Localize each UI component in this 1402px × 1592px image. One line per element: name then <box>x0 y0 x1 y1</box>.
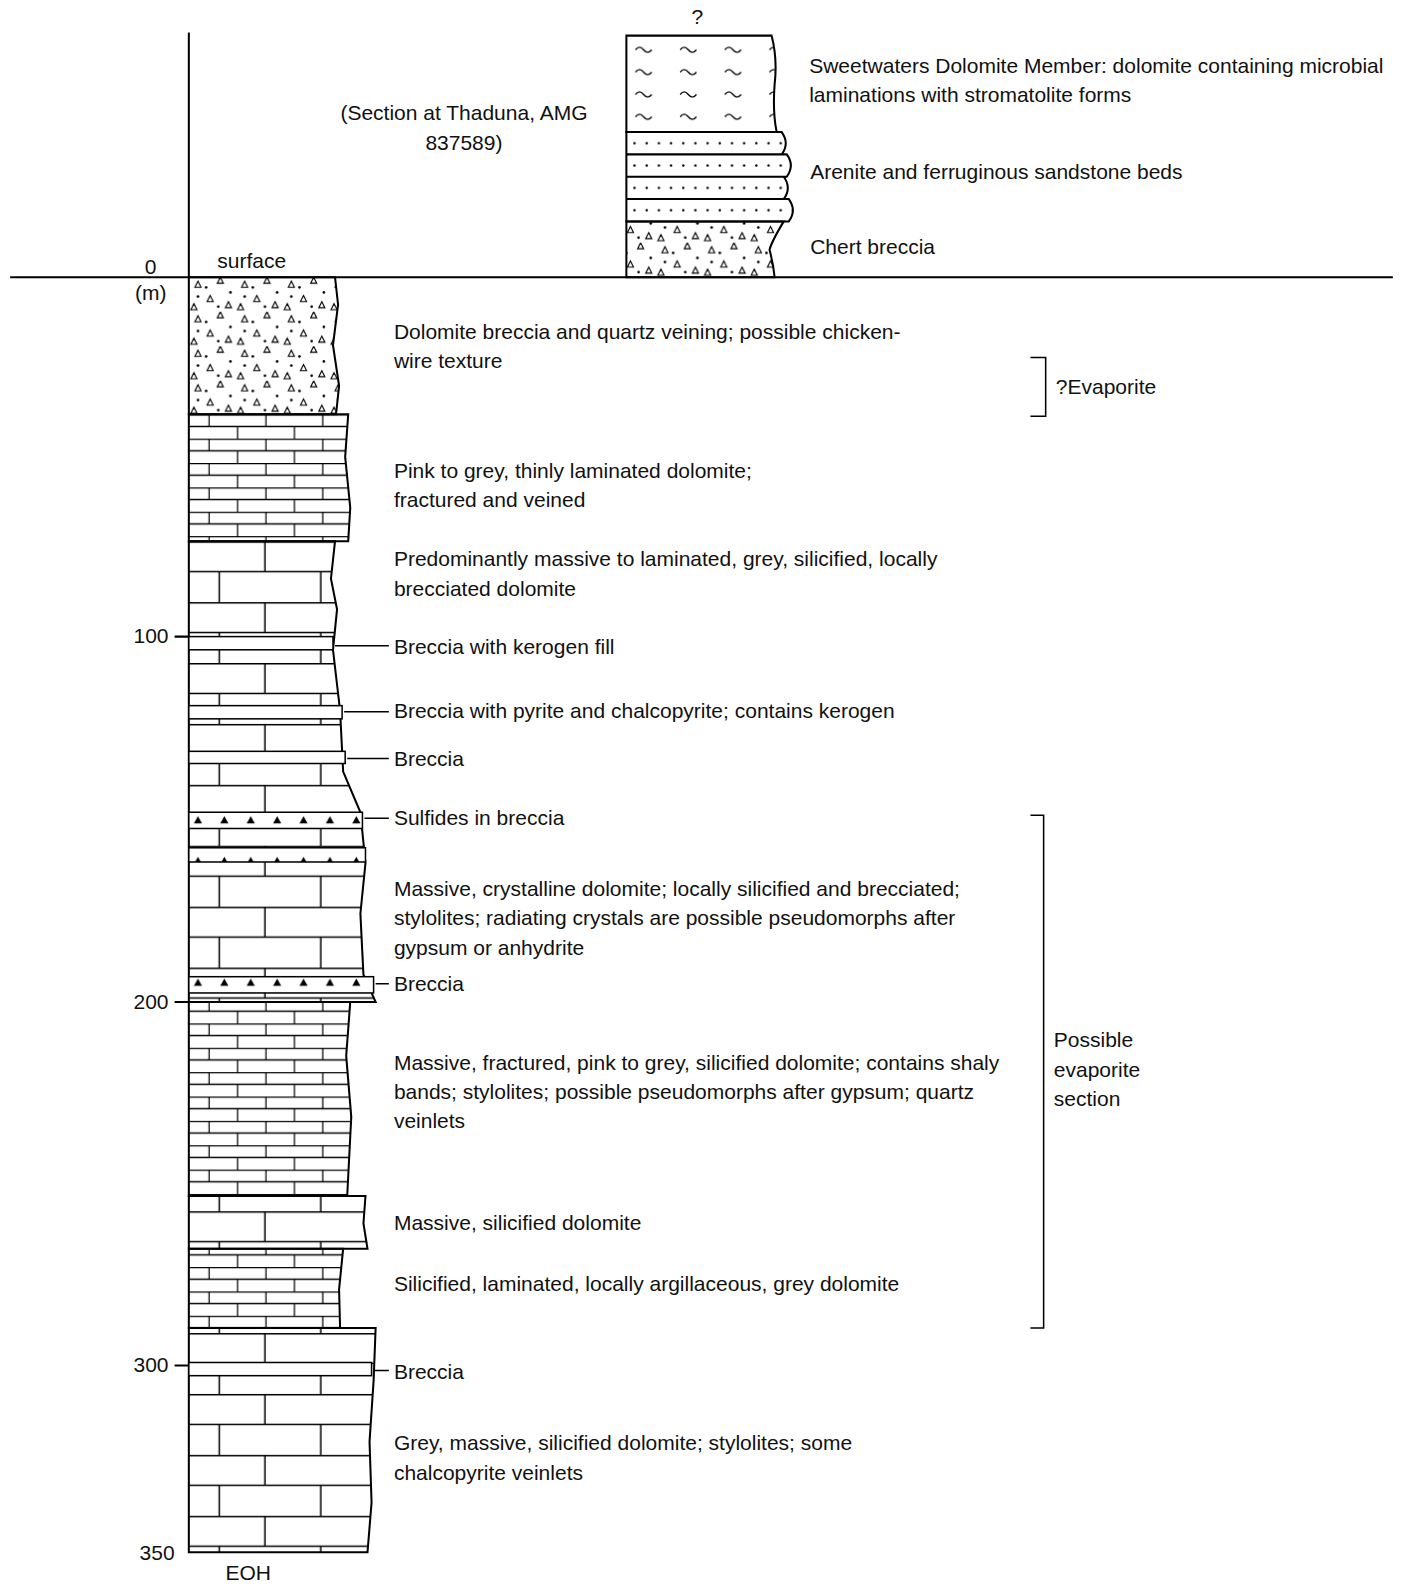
bracket-label: ?Evaporite <box>1056 372 1259 401</box>
unit-description: Massive, fractured, pink to grey, silici… <box>394 1048 1018 1136</box>
section-location: (Section at Thaduna, AMG 837589) <box>332 98 596 157</box>
breccia-bands <box>189 637 374 1376</box>
unit-description: Massive, crystalline dolomite; locally s… <box>394 874 973 962</box>
depth-number: 0 <box>95 252 156 281</box>
unit-description: Dolomite breccia and quartz veining; pos… <box>394 317 907 376</box>
axis-lines <box>10 33 1393 1366</box>
depth-number: 200 <box>108 987 169 1016</box>
depth-unit: (m) <box>106 278 167 307</box>
surface-label: surface <box>217 246 329 275</box>
unit-description: Breccia <box>394 1357 597 1386</box>
end-of-hole-label: EOH <box>225 1558 306 1587</box>
depth-number: 350 <box>114 1538 175 1567</box>
unit-description: Grey, massive, silicified dolomite; styl… <box>394 1428 876 1487</box>
bracket-label: Possible evaporite section <box>1054 1025 1174 1113</box>
unit-description: Chert breccia <box>810 232 1115 261</box>
query-mark: ? <box>667 2 728 31</box>
depth-number: 100 <box>108 621 169 650</box>
unit-description: Breccia with pyrite and chalcopyrite; co… <box>394 696 1003 725</box>
unit-description: Predominantly massive to laminated, grey… <box>394 544 973 603</box>
unit-description: Pink to grey, thinly laminated dolomite;… <box>394 456 831 515</box>
unit-description: Breccia <box>394 744 597 773</box>
unit-description: Sulfides in breccia <box>394 803 699 832</box>
unit-description: Breccia <box>394 969 597 998</box>
unit-description: Sweetwaters Dolomite Member: dolomite co… <box>809 51 1398 110</box>
unit-description: Arenite and ferruginous sandstone beds <box>810 157 1379 186</box>
lower-column <box>189 277 376 1552</box>
upper-column <box>626 36 792 278</box>
leader-lines <box>335 357 1046 1370</box>
depth-number: 300 <box>108 1350 169 1379</box>
unit-description: Massive, silicified dolomite <box>394 1208 800 1237</box>
unit-description: Silicified, laminated, locally argillace… <box>394 1269 1023 1298</box>
unit-description: Breccia with kerogen fill <box>394 632 902 661</box>
